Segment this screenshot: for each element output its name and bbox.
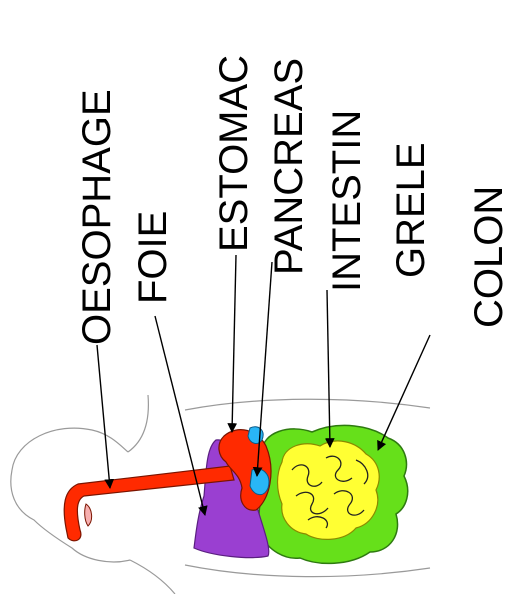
label-oesophage: OESOPHAGE — [75, 89, 119, 345]
neck-front-outline — [130, 560, 175, 594]
label-colon: COLON — [467, 186, 506, 328]
pancreas-lower-shape — [250, 469, 269, 495]
pointer-oesophage — [97, 345, 110, 488]
pointer-intestin — [327, 290, 330, 447]
labels: OESOPHAGE FOIE ESTOMAC PANCREAS INTESTIN… — [75, 55, 506, 345]
torso-front-outline — [185, 565, 430, 577]
neck-back-outline — [128, 395, 148, 452]
organs — [64, 425, 408, 563]
label-estomac: ESTOMAC — [212, 55, 256, 252]
small-intestine-shape — [278, 441, 380, 539]
head-outline — [12, 428, 128, 470]
label-foie: FOIE — [131, 211, 175, 304]
torso-back-outline — [185, 399, 430, 410]
label-grele: GRELE — [389, 142, 433, 278]
label-intestin: INTESTIN — [325, 110, 369, 292]
pointer-estomac — [232, 255, 236, 432]
mouth-detail — [85, 504, 92, 526]
pointer-colon — [378, 335, 430, 450]
label-pancreas: PANCREAS — [267, 58, 311, 275]
